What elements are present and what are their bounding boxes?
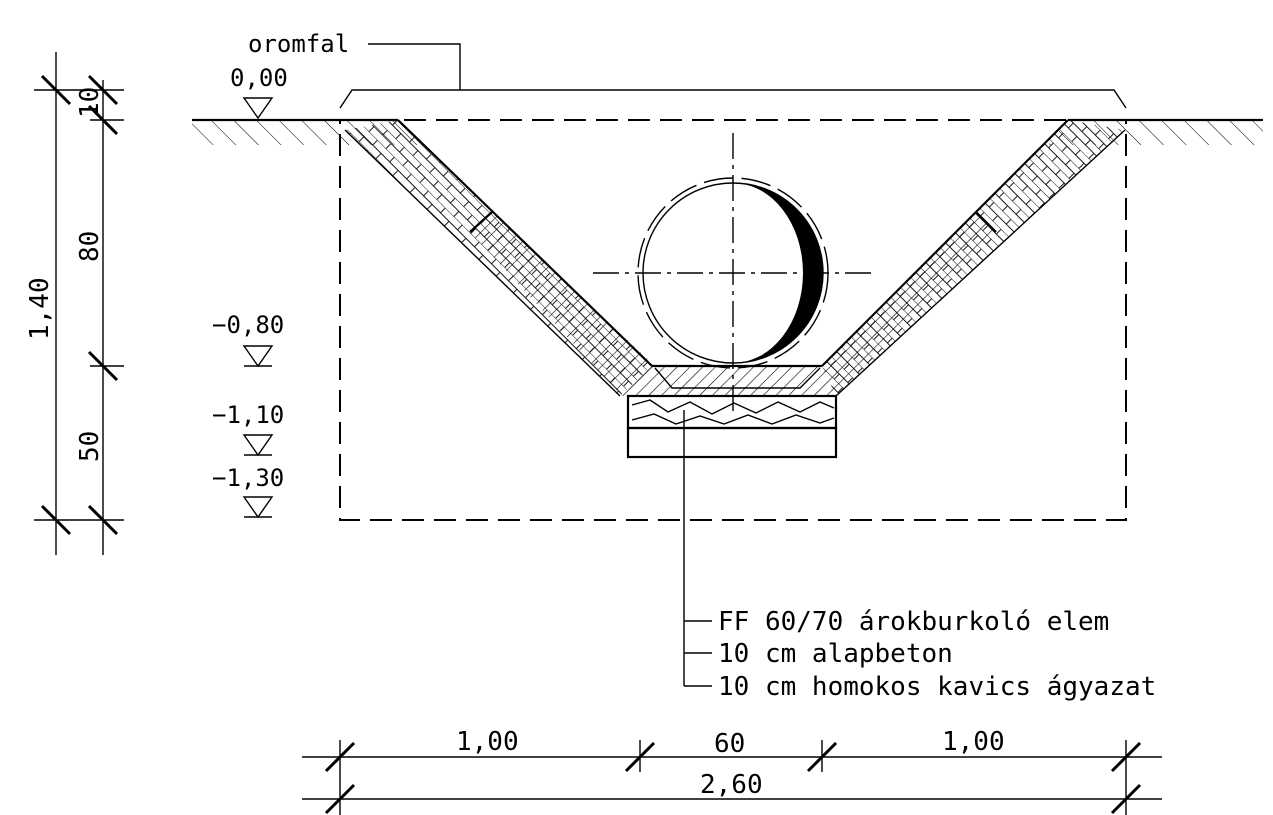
base-concrete-layer [626, 394, 838, 430]
gable-wall-leader: oromfal [248, 30, 461, 90]
horizontal-dim-right: 1,00 [942, 727, 1005, 757]
gable-wall-label: oromfal [248, 30, 349, 58]
gable-wall-outline [339, 89, 1127, 109]
level-marker-130: −1,30 [212, 464, 284, 519]
horizontal-dim-left: 1,00 [456, 727, 519, 757]
horizontal-dimension-chain: 1,00 60 1,00 2,60 [302, 727, 1162, 815]
level-marker-0: 0,00 [230, 64, 288, 120]
level-label-110: −1,10 [212, 401, 284, 429]
vertical-dim-total: 1,40 [25, 277, 55, 340]
level-marker-110: −1,10 [212, 401, 284, 457]
gravel-bedding-layer [626, 426, 838, 459]
vertical-dim-bottom: 50 [75, 431, 105, 462]
layer-label-paving: FF 60/70 árokburkoló elem [718, 607, 1109, 637]
left-slope-lining [344, 119, 655, 397]
horizontal-dim-total: 2,60 [700, 770, 763, 800]
level-label-080: −0,80 [212, 311, 284, 339]
right-slope-lining [821, 119, 1126, 397]
vertical-dimension-chain: 1,40 10 80 50 [25, 52, 124, 555]
excavation-outline [339, 119, 1127, 521]
vertical-dim-top: 10 [75, 87, 105, 118]
vertical-dim-middle: 80 [75, 231, 105, 262]
layer-label-concrete: 10 cm alapbeton [718, 639, 953, 669]
level-marker-080: −0,80 [212, 311, 284, 368]
layer-label-bedding: 10 cm homokos kavics ágyazat [718, 672, 1156, 702]
level-label-130: −1,30 [212, 464, 284, 492]
horizontal-dim-center: 60 [714, 729, 745, 759]
pipe [593, 133, 873, 413]
layer-leaders: FF 60/70 árokburkoló elem 10 cm alapbeto… [683, 410, 1156, 702]
channel-bottom-element [620, 364, 836, 396]
level-label-top: 0,00 [230, 64, 288, 92]
